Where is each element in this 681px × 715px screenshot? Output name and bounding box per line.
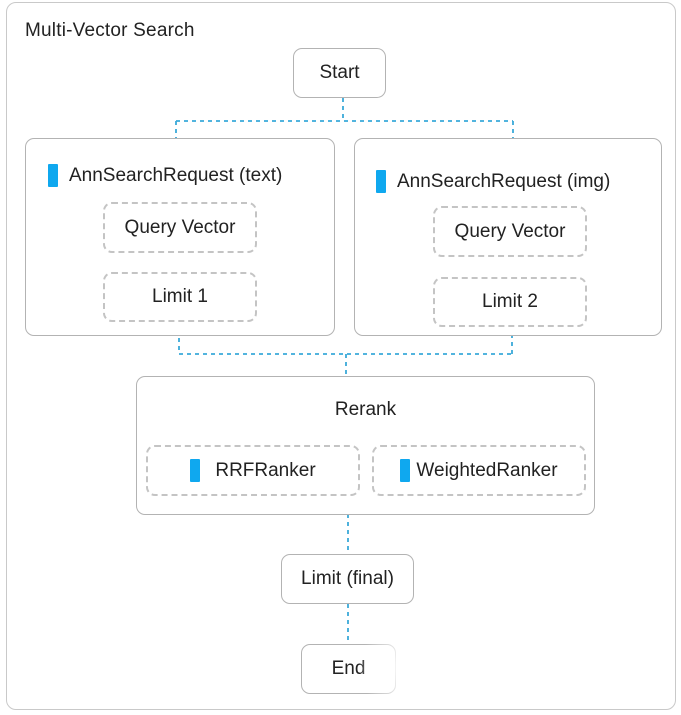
weighted-ranker-label: WeightedRanker (416, 459, 558, 481)
start-label: Start (319, 62, 360, 83)
limit-final-label: Limit (final) (301, 568, 394, 589)
blue-tag-icon (376, 170, 386, 193)
end-label: End (331, 658, 366, 679)
query-vector-img: Query Vector (433, 206, 587, 257)
limit-final-node: Limit (final) (281, 554, 414, 604)
ann-search-request-text-title: AnnSearchRequest (text) (69, 164, 283, 186)
rrf-ranker: RRFRanker (146, 445, 360, 496)
blue-tag-icon (48, 164, 58, 187)
query-vector-text: Query Vector (103, 202, 257, 253)
ann-search-request-img-heading: AnnSearchRequest (img) (376, 170, 610, 193)
query-vector-text-label: Query Vector (124, 216, 236, 238)
end-node: End (301, 644, 396, 694)
rrf-ranker-label: RRFRanker (215, 459, 316, 481)
weighted-ranker: WeightedRanker (372, 445, 586, 496)
query-vector-img-label: Query Vector (454, 220, 566, 242)
rerank-title: Rerank (334, 399, 397, 420)
start-node: Start (293, 48, 386, 98)
ann-search-request-text-heading: AnnSearchRequest (text) (48, 164, 282, 187)
limit-2: Limit 2 (433, 277, 587, 327)
limit-1: Limit 1 (103, 272, 257, 322)
blue-tag-icon (190, 459, 201, 482)
limit-2-label: Limit 2 (482, 291, 538, 312)
ann-search-request-img-title: AnnSearchRequest (img) (397, 170, 611, 192)
blue-tag-icon (400, 459, 411, 482)
diagram-title: Multi-Vector Search (25, 20, 195, 41)
limit-1-label: Limit 1 (152, 286, 208, 307)
